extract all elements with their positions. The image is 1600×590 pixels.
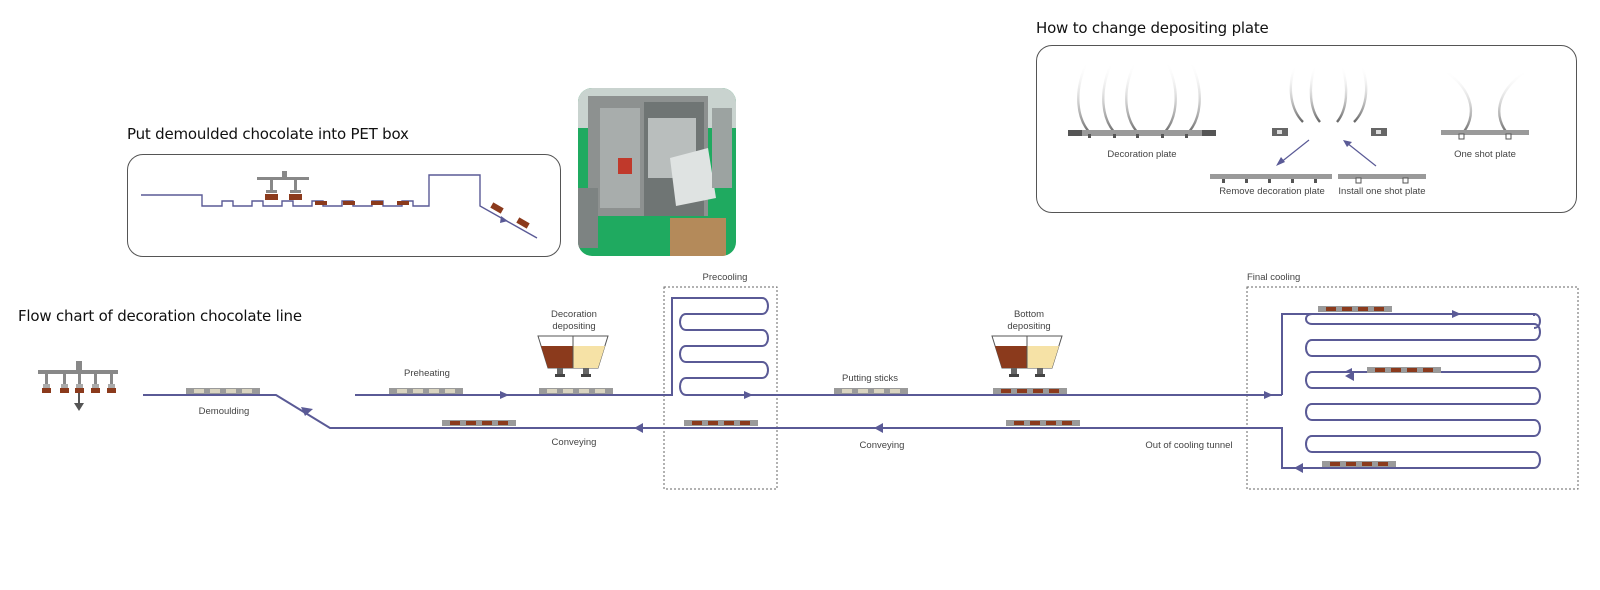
- conveyor-lines: [143, 297, 1541, 469]
- label-demoulding: Demoulding: [199, 406, 250, 417]
- label-decoration-plate: Decoration plate: [1107, 149, 1176, 160]
- flow-arrows: [301, 310, 1461, 473]
- pet-box-conveyor: [141, 171, 538, 239]
- label-preheating: Preheating: [404, 368, 450, 379]
- plate-swap-drawing: [1210, 65, 1426, 184]
- label-bottom-depositing-line1: Bottom: [1014, 309, 1044, 320]
- decoration-plate-drawing: [1068, 60, 1216, 138]
- label-putting-sticks: Putting sticks: [842, 373, 898, 384]
- label-install-one-shot-plate: Install one shot plate: [1338, 186, 1425, 197]
- label-one-shot-plate: One shot plate: [1454, 149, 1516, 160]
- decoration-depositing-hopper: [537, 335, 609, 378]
- heading-depositing-plate: How to change depositing plate: [1036, 19, 1269, 37]
- label-conveying-right: Conveying: [860, 440, 905, 451]
- bottom-depositing-hopper: [991, 335, 1063, 378]
- label-bottom-depositing-line2: depositing: [1007, 321, 1050, 332]
- machine-photo: [578, 88, 736, 256]
- label-final-cooling: Final cooling: [1247, 272, 1300, 283]
- depositing-plate-panel: [1036, 45, 1577, 213]
- pet-box-panel: [127, 154, 561, 257]
- label-precooling: Precooling: [703, 272, 748, 283]
- label-conveying-left: Conveying: [552, 437, 597, 448]
- label-remove-decoration-plate: Remove decoration plate: [1219, 186, 1325, 197]
- label-decoration-depositing-line1: Decoration: [551, 309, 597, 320]
- precooling-zone: [663, 286, 778, 490]
- heading-flow-chart: Flow chart of decoration chocolate line: [18, 307, 302, 325]
- label-decoration-depositing-line2: depositing: [552, 321, 595, 332]
- one-shot-plate-drawing: [1441, 68, 1529, 140]
- demoulding-machine: [38, 361, 118, 411]
- label-out-of-cooling-tunnel: Out of cooling tunnel: [1145, 440, 1232, 451]
- heading-pet-box: Put demoulded chocolate into PET box: [127, 125, 409, 143]
- trays: [186, 306, 1441, 467]
- final-cooling-zone: [1246, 286, 1579, 490]
